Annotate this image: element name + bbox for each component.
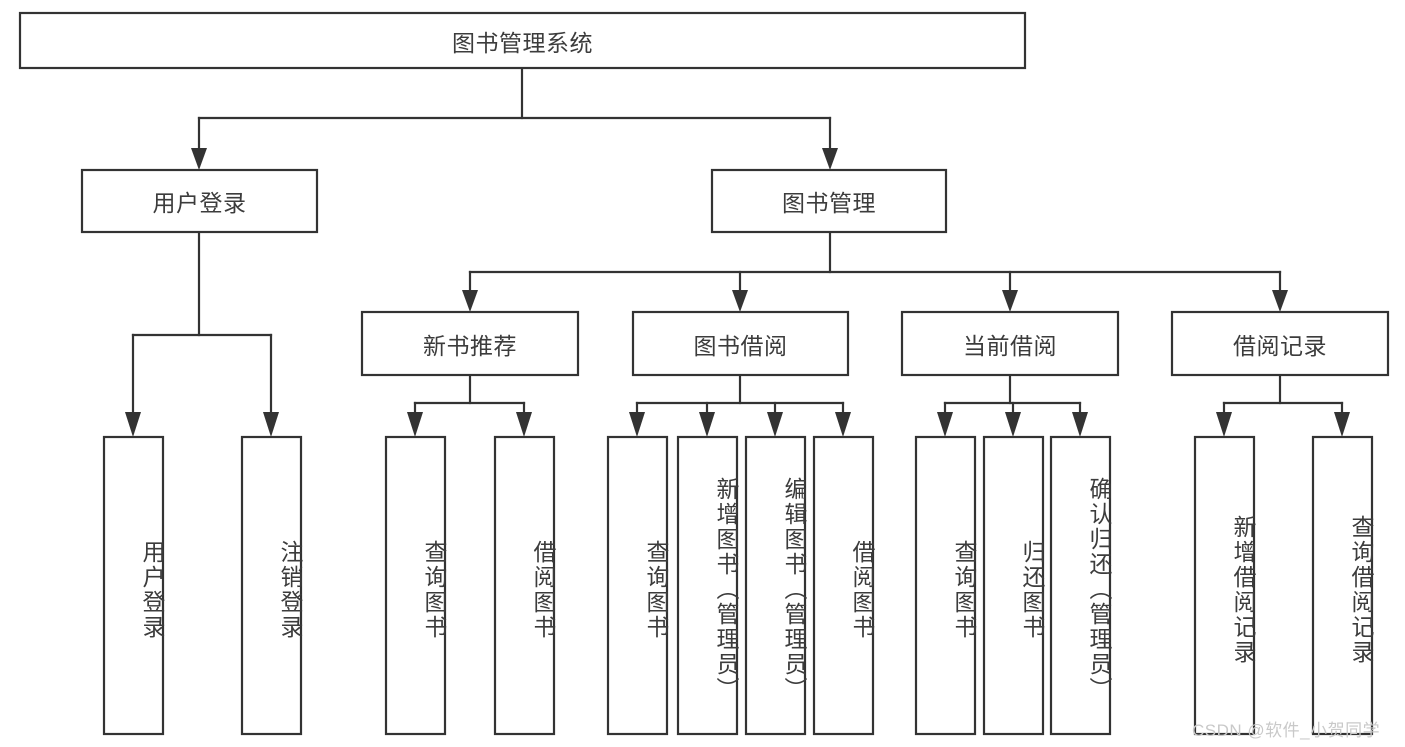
connectors-borrow-records-to-leaves (1216, 373, 1350, 437)
arrow-leaf-logout (263, 412, 279, 437)
arrow-cb-leaf-3 (1072, 412, 1088, 437)
node-box-leaf-br-add[interactable] (1193, 435, 1256, 736)
arrow-br-leaf-1 (1216, 412, 1232, 437)
node-box-leaf-logout[interactable] (240, 435, 303, 736)
node-box-leaf-bb-edit[interactable] (744, 435, 807, 736)
node-box-current-borrow[interactable] (900, 310, 1120, 377)
connectors-root-to-level2 (191, 66, 838, 170)
node-box-leaf-nb-borrow[interactable] (493, 435, 556, 736)
arrow-bb-leaf-3 (767, 412, 783, 437)
node-box-root[interactable] (18, 11, 1027, 70)
node-box-leaf-br-query[interactable] (1311, 435, 1374, 736)
node-box-leaf-bb-query[interactable] (606, 435, 669, 736)
connectors-new-book-to-leaves (407, 373, 532, 437)
arrow-new-book (462, 290, 478, 312)
connectors-book-borrow-to-leaves (629, 373, 851, 437)
node-box-leaf-nb-query[interactable] (384, 435, 447, 736)
node-box-new-book-recommend[interactable] (360, 310, 580, 377)
node-box-book-manage[interactable] (710, 168, 948, 234)
arrow-nb-leaf-2 (516, 412, 532, 437)
node-box-leaf-cb-confirm[interactable] (1049, 435, 1112, 736)
arrow-bb-leaf-1 (629, 412, 645, 437)
arrow-cb-leaf-1 (937, 412, 953, 437)
node-box-leaf-cb-return[interactable] (982, 435, 1045, 736)
arrow-book-manage (822, 148, 838, 170)
arrow-bb-leaf-2 (699, 412, 715, 437)
arrow-cb-leaf-2 (1005, 412, 1021, 437)
node-box-leaf-user-login[interactable] (102, 435, 165, 736)
arrow-nb-leaf-1 (407, 412, 423, 437)
node-box-leaf-bb-add[interactable] (676, 435, 739, 736)
arrow-book-borrow (732, 290, 748, 312)
node-box-leaf-cb-query[interactable] (914, 435, 977, 736)
node-box-user-login[interactable] (80, 168, 319, 234)
csdn-watermark: CSDN @软件_小贺同学 (1192, 721, 1381, 740)
arrow-user-login (191, 148, 207, 170)
connectors-current-borrow-to-leaves (937, 373, 1088, 437)
node-box-leaf-bb-borrow[interactable] (812, 435, 875, 736)
arrow-borrow-records (1272, 290, 1288, 312)
arrow-bb-leaf-4 (835, 412, 851, 437)
arrow-current-borrow (1002, 290, 1018, 312)
arrow-leaf-user-login (125, 412, 141, 437)
connectors-user-login-to-leaves (125, 230, 279, 437)
node-box-book-borrow[interactable] (631, 310, 850, 377)
node-box-borrow-records[interactable] (1170, 310, 1390, 377)
arrow-br-leaf-2 (1334, 412, 1350, 437)
connectors-book-manage-to-level3 (462, 230, 1288, 312)
